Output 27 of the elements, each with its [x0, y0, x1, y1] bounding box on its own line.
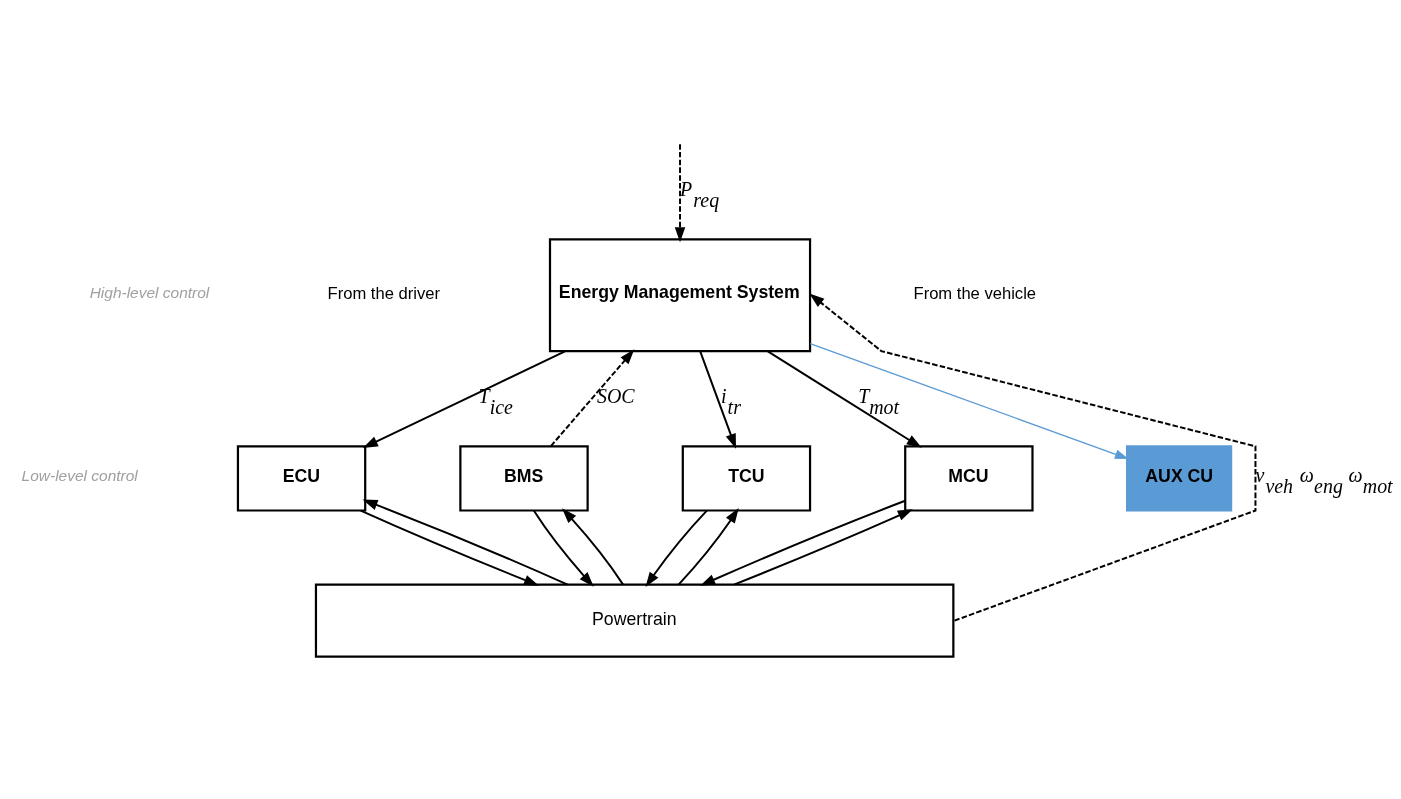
- node-box: ECU: [236, 444, 367, 512]
- node-box: Energy Management System: [548, 237, 812, 352]
- label: Low-level control: [21, 466, 138, 484]
- arrow: [809, 292, 1257, 622]
- node-box: TCU: [681, 444, 812, 512]
- arrow: [359, 509, 540, 586]
- arrow: [532, 509, 594, 587]
- label: High-level control: [89, 283, 210, 301]
- node-box: AUX CU: [1126, 444, 1233, 512]
- arrow: [674, 142, 686, 242]
- arrow: [645, 509, 708, 587]
- arrow: [549, 348, 635, 447]
- arrow: [700, 499, 907, 586]
- arrow: [699, 350, 736, 449]
- node-box: MCU: [904, 444, 1034, 512]
- arrow: [766, 349, 922, 448]
- label: From the vehicle: [913, 283, 1037, 303]
- arrow: [677, 507, 739, 586]
- node-box: BMS: [459, 444, 589, 512]
- arrow: [562, 507, 625, 586]
- arrow: [733, 508, 913, 586]
- node-box: Powertrain: [314, 583, 955, 658]
- edge-label: SOC: [597, 384, 635, 406]
- arrow: [362, 499, 569, 586]
- arrow: [809, 342, 1129, 459]
- arrow: [362, 349, 566, 448]
- label: From the driver: [327, 283, 440, 303]
